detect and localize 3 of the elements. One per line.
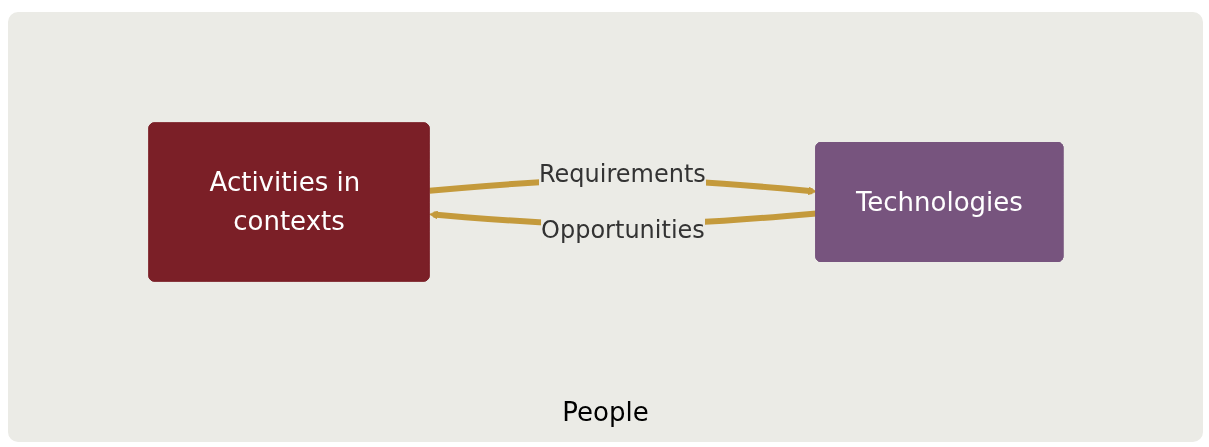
center-label: People bbox=[561, 397, 650, 427]
edge-label: Opportunities bbox=[540, 215, 705, 244]
edge-label: Requirements bbox=[538, 160, 706, 188]
